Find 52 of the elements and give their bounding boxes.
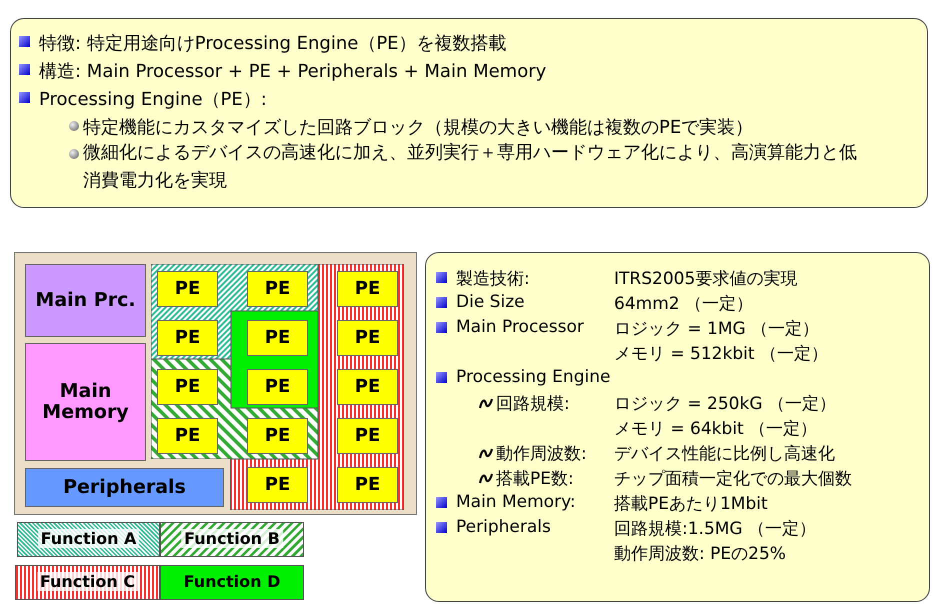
function-region bbox=[230, 264, 404, 510]
spec-value: 搭載PEあたり1Mbit bbox=[614, 493, 768, 515]
spec-label: 動作周波数: bbox=[496, 443, 587, 465]
spec-label: 製造技術: bbox=[456, 268, 530, 290]
pe-block: PE bbox=[337, 418, 398, 454]
bullet-text: 特徴: 特定用途向けProcessing Engine（PE）を複数搭載 bbox=[39, 32, 507, 55]
spec-value: ロジック = 1MG （一定） bbox=[614, 318, 820, 340]
pe-block: PE bbox=[157, 271, 218, 307]
spec-value: チップ面積一定化での最大個数 bbox=[614, 468, 852, 490]
spec-label: Processing Engine bbox=[456, 367, 610, 387]
spec-value: 回路規模:1.5MG （一定） bbox=[614, 518, 816, 540]
spec-label: Peripherals bbox=[456, 517, 551, 537]
bullet-text: 特定機能にカスタマイズした回路ブロック（規模の大きい機能は複数のPEで実装） bbox=[83, 116, 754, 139]
function-region bbox=[151, 359, 318, 459]
chip-floorplan bbox=[14, 252, 417, 515]
pe-block: PE bbox=[337, 271, 398, 307]
pe-block: PE bbox=[247, 320, 308, 356]
spec-label: 回路規模: bbox=[496, 393, 570, 415]
pe-block: PE bbox=[157, 369, 218, 405]
spec-label: Die Size bbox=[456, 292, 525, 312]
pe-block: PE bbox=[337, 467, 398, 503]
processor-block: Main Prc. bbox=[25, 264, 146, 337]
spec-value: メモリ = 64kbit （一定） bbox=[614, 418, 818, 440]
legend-text: Function B bbox=[181, 529, 283, 548]
bullet-text: Processing Engine（PE）: bbox=[39, 88, 267, 111]
pe-block: PE bbox=[157, 418, 218, 454]
text-panel bbox=[10, 18, 928, 208]
text-panel bbox=[425, 252, 930, 602]
spec-value: 動作周波数: PEの25% bbox=[614, 543, 786, 565]
peripherals-block: Peripherals bbox=[25, 468, 224, 507]
bullet-text: 微細化によるデバイスの高速化に加え、並列実行＋専用ハードウェア化により、高演算能力と低消費電力化を実現 bbox=[83, 141, 858, 193]
spec-label: Main Processor bbox=[456, 317, 584, 337]
pe-block: PE bbox=[247, 467, 308, 503]
spec-value: ITRS2005要求値の実現 bbox=[614, 268, 798, 290]
pe-block: PE bbox=[247, 418, 308, 454]
spec-value: デバイス性能に比例し高速化 bbox=[614, 443, 835, 465]
legend-text: Function A bbox=[38, 529, 140, 548]
spec-label: 搭載PE数: bbox=[496, 468, 574, 490]
spec-value: メモリ = 512kbit （一定） bbox=[614, 343, 828, 365]
pe-block: PE bbox=[247, 369, 308, 405]
pe-block: PE bbox=[157, 320, 218, 356]
function-region bbox=[231, 311, 318, 408]
memory-block: Main Memory bbox=[25, 343, 146, 461]
spec-label: Main Memory: bbox=[456, 492, 576, 512]
legend-text: Function D bbox=[182, 572, 282, 591]
spec-value: 64mm2 （一定） bbox=[614, 293, 753, 315]
legend-text: Function C bbox=[36, 572, 138, 591]
pe-block: PE bbox=[337, 320, 398, 356]
pe-block: PE bbox=[337, 369, 398, 405]
spec-value: ロジック = 250kG （一定） bbox=[614, 393, 836, 415]
pe-block: PE bbox=[247, 271, 308, 307]
bullet-text: 構造: Main Processor + PE + Peripherals + Main Memory bbox=[39, 60, 546, 83]
